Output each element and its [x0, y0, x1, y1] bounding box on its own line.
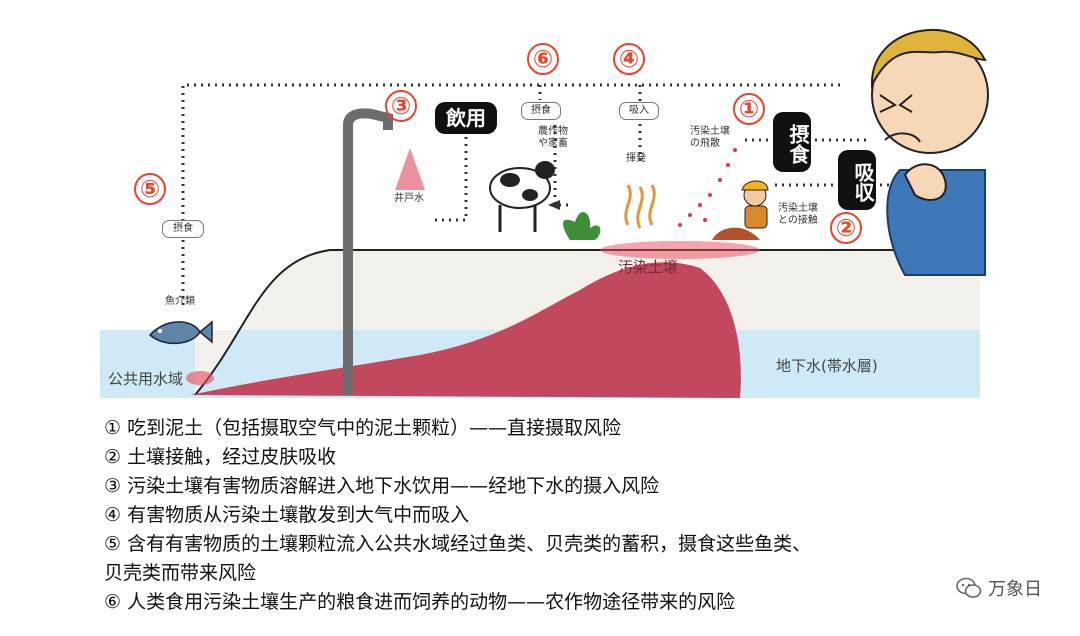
fish-icon: [148, 320, 213, 344]
legend-line-6: ⑥ 人类食用污染土壤生产的粮食进而饲养的动物——农作物途径带来的风险: [104, 591, 736, 613]
fish-ingest-pill: 摂食: [162, 220, 204, 238]
soil-contact-label: 汚染土壌 との接触: [778, 203, 818, 226]
well-pipe: [343, 108, 393, 395]
crop-plant-icon: [563, 212, 601, 240]
inhale-pill: 吸入: [619, 102, 659, 120]
legend-line-1: ① 吃到泥土（包括摄取空气中的泥土颗粒）——直接摄取风险: [104, 417, 622, 439]
soil-particles-icon: [678, 148, 737, 227]
marker-1: ①: [733, 93, 765, 125]
marker-5: ⑤: [134, 173, 166, 205]
ground-line: [194, 249, 980, 396]
groundwater-label: 地下水(帯水層): [776, 357, 878, 375]
legend: ① 吃到泥土（包括摄取空气中的泥土颗粒）——直接摄取风险 ② 土壤接触，经过皮肤…: [104, 414, 1064, 617]
water-contamination-glow: [186, 371, 214, 385]
watermark-text: 万象日: [988, 579, 1042, 600]
cow-icon: [489, 161, 555, 232]
well-water-label: 井戸水: [394, 193, 424, 204]
legend-line-4: ④ 有害物质从污染土壤散发到大气中而吸入: [104, 504, 470, 526]
crops-livestock-label: 農作物 や家畜: [538, 126, 568, 149]
inhalation-label: 吸収: [838, 150, 876, 210]
path-drinking-line: [430, 130, 468, 222]
exposure-pathway-diagram: ⑥ ④ ③ ① ⑤ ② 飲用 摂食 吸収 摂食 吸入 摂食 農作物 や家畜 揮発…: [100, 28, 989, 398]
marker-3: ③: [385, 90, 417, 122]
well-spray-icon: [395, 148, 425, 190]
crop-ingest-pill: 摂食: [521, 102, 561, 120]
legend-line-5-cont: 贝壳类而带来风险: [104, 562, 257, 584]
contaminated-soil-plume: [190, 262, 741, 398]
wechat-icon: [956, 577, 982, 598]
contaminated-soil-label: 汚染土壌: [618, 258, 679, 276]
soil-surface-glow: [600, 241, 760, 259]
path-5-line: [181, 83, 840, 305]
person-icon: [870, 28, 989, 276]
soil-scatter-label: 汚染土壌 の飛散: [690, 126, 730, 149]
arrow-crops-icon: [548, 200, 560, 210]
evaporation-label: 揮発: [626, 153, 646, 164]
legend-line-2: ② 土壤接触，经过皮肤吸收: [104, 446, 337, 468]
fish-label: 魚介類: [165, 296, 195, 307]
ingestion-label: 摂食: [773, 112, 811, 172]
public-water-label: 公共用水域: [108, 370, 184, 388]
drinking-label: 飲用: [435, 102, 497, 134]
marker-4: ④: [613, 43, 645, 75]
legend-line-5: ⑤ 含有有害物质的土壤颗粒流入公共水域经过鱼类、贝壳类的蓄积，摄食这些鱼类、: [104, 533, 812, 555]
vapor-icon: [624, 184, 656, 229]
legend-line-3: ③ 污染土壤有害物质溶解进入地下水饮用——经地下水的摄入风险: [104, 475, 660, 497]
marker-2: ②: [830, 212, 862, 244]
child-icon: [712, 180, 769, 240]
watermark: 万象日: [956, 575, 1042, 601]
marker-6: ⑥: [527, 43, 559, 75]
